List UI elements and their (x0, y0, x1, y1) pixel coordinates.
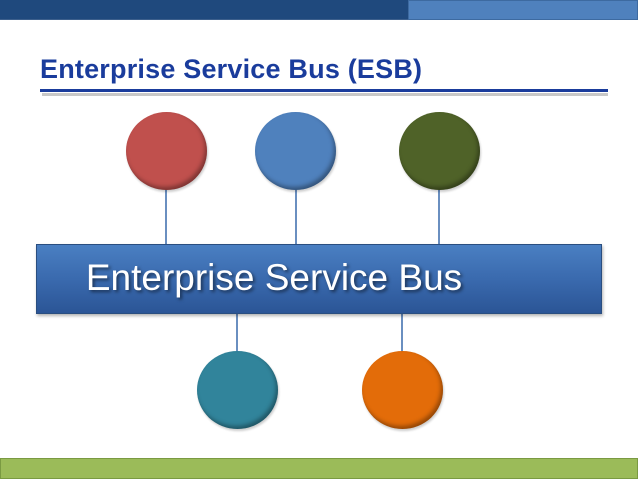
slide-title: Enterprise Service Bus (ESB) (40, 54, 423, 84)
bus-label: Enterprise Service Bus (85, 257, 463, 298)
green-node (399, 112, 480, 190)
red-node (126, 112, 207, 190)
connector-teal (236, 314, 238, 354)
footer-bar (0, 458, 638, 479)
blue-node (255, 112, 336, 190)
connector-orange (401, 314, 403, 354)
title-underline-shadow (42, 93, 608, 96)
title-underline (40, 89, 608, 92)
header-bar-dark (0, 0, 408, 20)
orange-node (362, 351, 443, 429)
connector-red (165, 188, 167, 244)
enterprise-service-bus: Enterprise Service Bus (36, 244, 602, 314)
connector-blue (295, 188, 297, 244)
header-bar-light (408, 0, 638, 20)
connector-green (438, 188, 440, 244)
teal-node (197, 351, 278, 429)
